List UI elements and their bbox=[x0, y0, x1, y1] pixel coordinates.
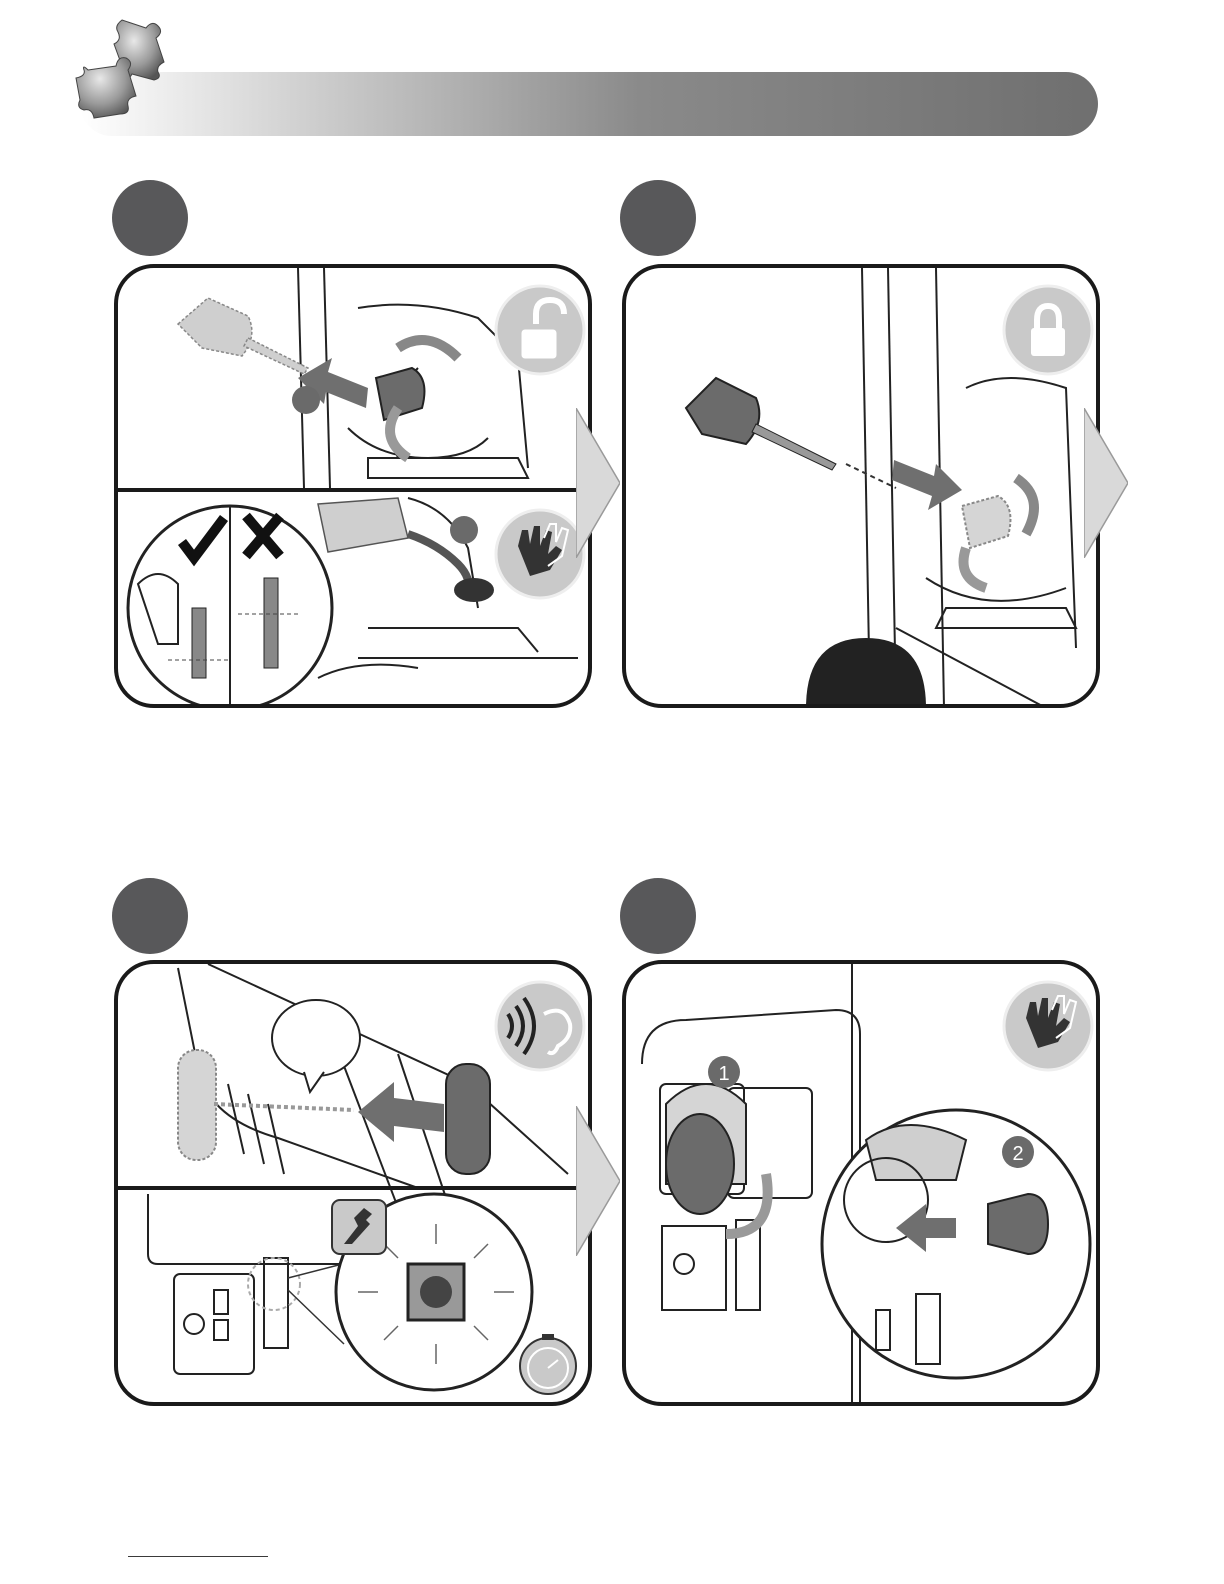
puzzle-icon bbox=[74, 14, 194, 134]
step-4-callout-2-label: 2 bbox=[1012, 1143, 1023, 1165]
step-3-lower-illustration bbox=[118, 964, 592, 1406]
step-4-illustration: 1 2 bbox=[626, 964, 1100, 1406]
step-1-next-arrow bbox=[576, 408, 620, 558]
step-4-badge bbox=[620, 878, 696, 954]
step-2-badge bbox=[620, 180, 696, 256]
footer-rule bbox=[128, 1556, 268, 1557]
step-3-panel bbox=[114, 960, 592, 1406]
step-2-next-arrow bbox=[1084, 408, 1128, 558]
step-1-callout-dot-2 bbox=[450, 516, 478, 544]
step-2-illustration bbox=[626, 268, 1100, 708]
step-1-badge bbox=[112, 180, 188, 256]
step-1-panel bbox=[114, 264, 592, 708]
header-bar bbox=[80, 72, 1098, 136]
step-4-panel: 1 2 bbox=[622, 960, 1100, 1406]
step-4-callout-1-label: 1 bbox=[718, 1063, 729, 1085]
step-2-panel bbox=[622, 264, 1100, 708]
step-3-badge bbox=[112, 878, 188, 954]
step-3-next-arrow bbox=[576, 1106, 620, 1256]
step-1-lower-illustration bbox=[118, 268, 592, 708]
